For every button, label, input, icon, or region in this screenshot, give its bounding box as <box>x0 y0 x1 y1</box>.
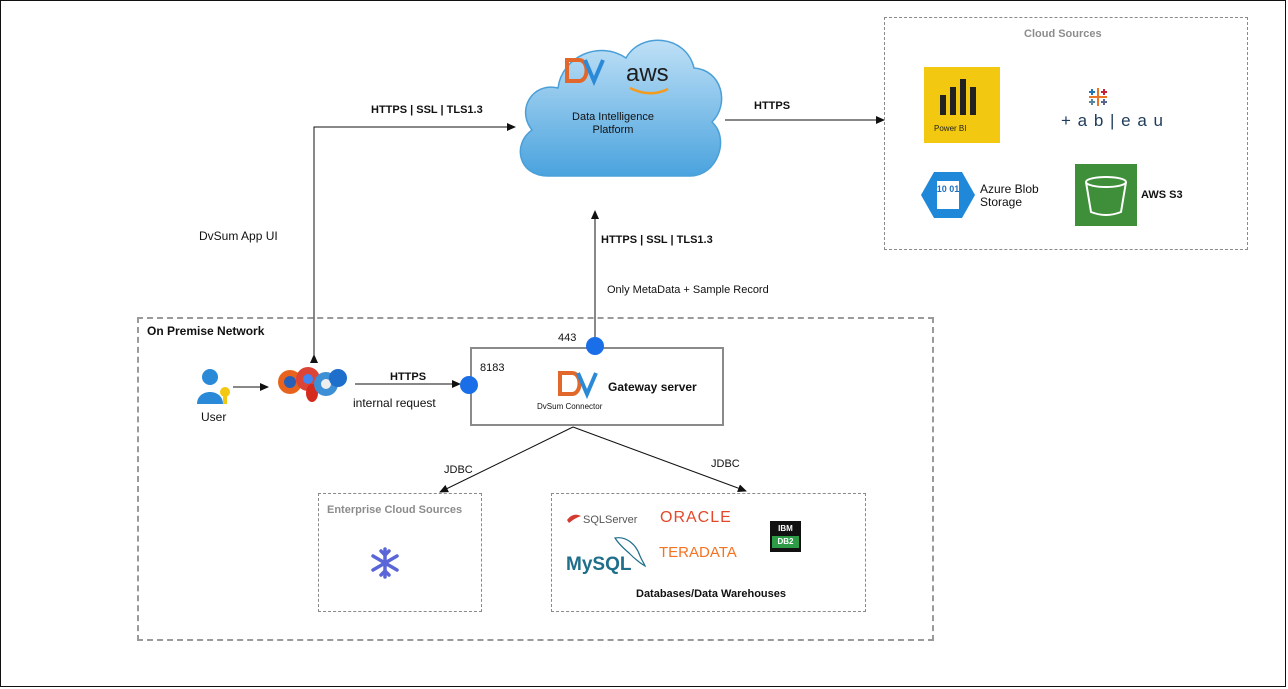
sql-server-logo-icon <box>567 514 581 523</box>
jdbc-right-label: JDBC <box>711 458 740 470</box>
databases-title: Databases/Data Warehouses <box>636 588 786 600</box>
metadata-note-label: Only MetaData + Sample Record <box>607 284 769 296</box>
gateway-title: Gateway server <box>608 380 697 394</box>
db2-logo-text: DB2 <box>777 537 794 546</box>
gateway-to-enterprise-arrow <box>439 426 574 493</box>
oracle-logo: ORACLE <box>660 509 732 526</box>
gateway-to-db-arrow <box>572 426 747 492</box>
https-ssl-top-label: HTTPS | SSL | TLS1.3 <box>371 104 483 116</box>
jdbc-left-label: JDBC <box>444 464 473 476</box>
user-label: User <box>201 410 227 424</box>
cloud-sources-title: Cloud Sources <box>1024 28 1102 40</box>
internal-request-label: internal request <box>353 396 436 410</box>
azure-blob-label: Azure Blob Storage <box>980 182 1039 209</box>
databases-box <box>551 493 866 612</box>
aws-s3-icon <box>1075 164 1137 226</box>
power-bi-icon <box>924 67 1000 143</box>
dvsum-connector-logo-icon <box>558 371 598 400</box>
aws-logo-icon: aws <box>626 60 669 87</box>
azure-blob-icon <box>921 172 975 218</box>
internal-https-label: HTTPS <box>390 371 427 383</box>
app-ui-label: DvSum App UI <box>199 229 278 243</box>
tableau-icon <box>1089 88 1107 106</box>
aws-smile-icon <box>629 86 669 95</box>
ibm-logo-text: IBM <box>778 524 793 533</box>
snowflake-icon <box>371 547 399 579</box>
cloud-shape <box>519 39 723 177</box>
dvsum-logo-icon <box>565 58 605 87</box>
on-premise-box <box>137 317 934 641</box>
mysql-logo: MySQL <box>566 554 632 575</box>
user-icon <box>197 369 230 404</box>
enterprise-cloud-title: Enterprise Cloud Sources <box>327 504 463 516</box>
browsers-icon <box>278 367 347 402</box>
db2-badge: DB2 <box>772 536 799 548</box>
mysql-dolphin-icon <box>614 537 646 568</box>
tableau-label: + a b | e a u <box>1061 111 1164 130</box>
port-8183-dot <box>460 376 478 394</box>
https-ssl-gateway-label: HTTPS | SSL | TLS1.3 <box>601 234 713 246</box>
azure-blob-icon-text: 10 01 <box>936 184 960 194</box>
cloud-title: Data Intelligence Platform <box>572 111 654 136</box>
power-bi-label: Power BI <box>934 124 967 133</box>
teradata-logo: TERADATA <box>659 544 737 561</box>
cloud-sources-box <box>884 17 1248 250</box>
gateway-server-box <box>470 347 724 426</box>
enterprise-cloud-box <box>318 493 482 612</box>
port-443-dot <box>586 337 604 355</box>
ibm-db2-logo: IBM DB2 <box>770 521 801 552</box>
dvsum-connector-label: DvSum Connector <box>537 402 603 411</box>
sql-server-logo: SQLServer <box>583 514 638 526</box>
port-443-label: 443 <box>558 332 577 344</box>
app-ui-connector <box>310 123 516 363</box>
aws-s3-label: AWS S3 <box>1141 189 1183 201</box>
https-cloud-sources-label: HTTPS <box>754 100 791 112</box>
on-premise-title: On Premise Network <box>147 324 265 338</box>
port-8183-label: 8183 <box>480 362 505 374</box>
